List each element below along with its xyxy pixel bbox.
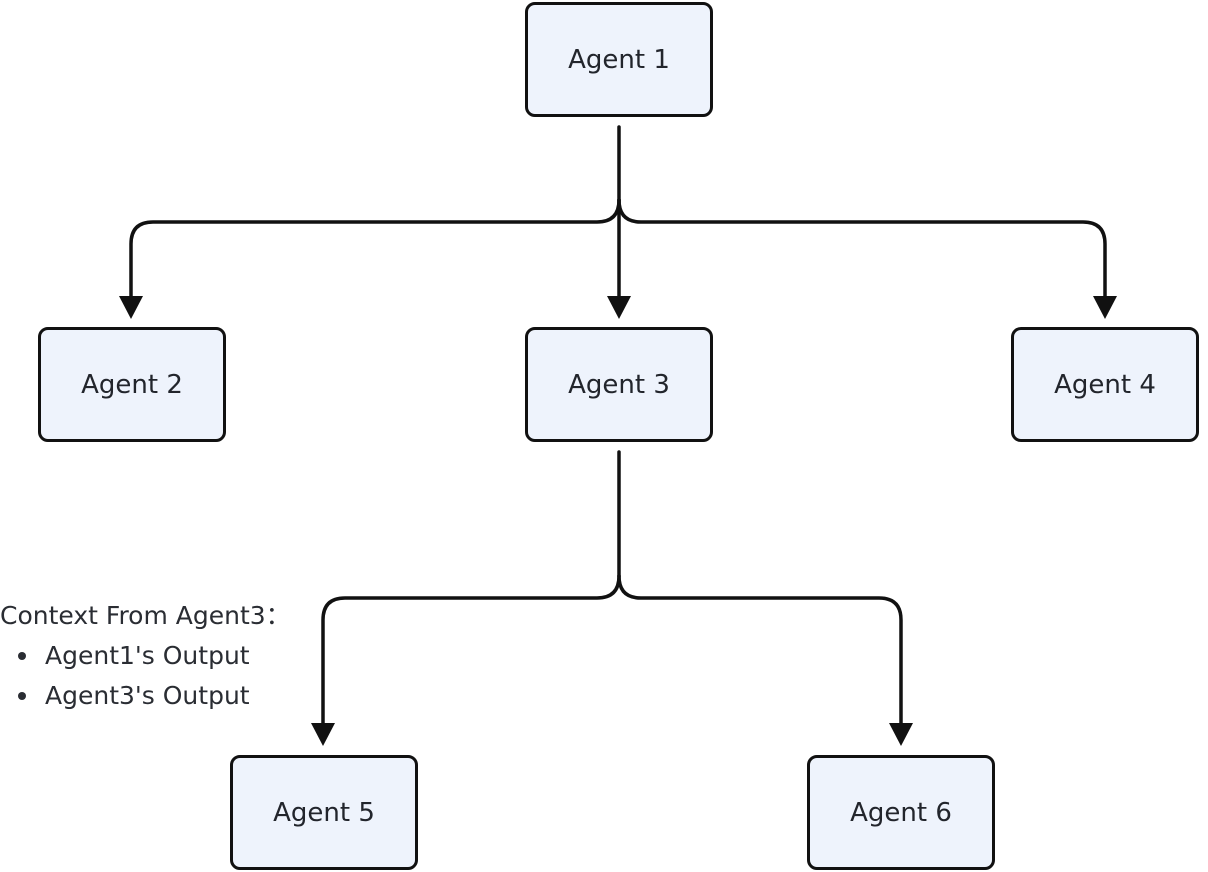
agent-5-label: Agent 5 <box>273 797 375 828</box>
edge-agent3-to-agent5 <box>321 574 621 726</box>
agent-4-node[interactable]: Agent 4 <box>1011 327 1199 442</box>
arrowhead-agent5 <box>311 723 335 746</box>
context-note-title: Context From Agent3： <box>0 601 291 630</box>
agent-1-node[interactable]: Agent 1 <box>525 2 713 117</box>
context-note-item-text: Agent1's Output <box>45 641 250 670</box>
agent-5-node[interactable]: Agent 5 <box>230 755 418 870</box>
edge-agent3-to-agent6 <box>617 574 903 726</box>
arrowhead-agent2 <box>119 296 143 319</box>
context-note-item: Agent1's Output <box>0 636 291 676</box>
agent-4-label: Agent 4 <box>1054 369 1156 400</box>
edge-agent1-to-agent4 <box>617 198 1107 300</box>
agent-2-label: Agent 2 <box>81 369 183 400</box>
agent-6-label: Agent 6 <box>850 797 952 828</box>
arrowhead-agent4 <box>1093 296 1117 319</box>
context-note-item-text: Agent3's Output <box>45 681 250 710</box>
arrowhead-agent3 <box>607 296 631 319</box>
agent-3-node[interactable]: Agent 3 <box>525 327 713 442</box>
context-note-item: Agent3's Output <box>0 676 291 716</box>
bullet-icon <box>18 652 26 660</box>
context-note-list: Agent1's Output Agent3's Output <box>0 636 291 716</box>
edge-agent1-to-agent2 <box>129 198 621 300</box>
agent-3-label: Agent 3 <box>568 369 670 400</box>
agent-6-node[interactable]: Agent 6 <box>807 755 995 870</box>
context-note: Context From Agent3： Agent1's Output Age… <box>0 596 291 716</box>
agent-1-label: Agent 1 <box>568 44 670 75</box>
bullet-icon <box>18 692 26 700</box>
arrowhead-agent6 <box>889 723 913 746</box>
agent-2-node[interactable]: Agent 2 <box>38 327 226 442</box>
